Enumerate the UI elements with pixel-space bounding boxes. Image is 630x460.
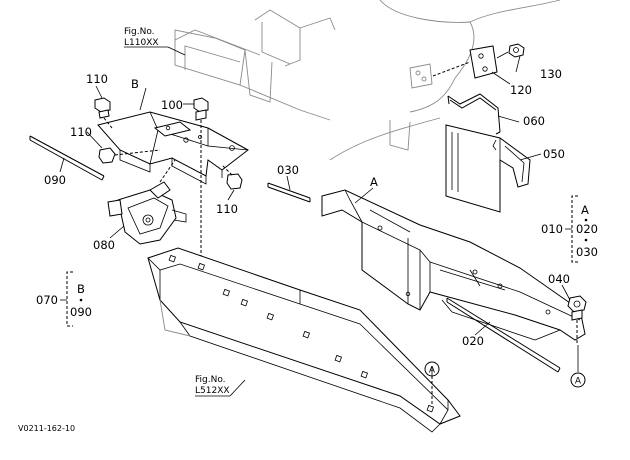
group-010-item-1: 030 xyxy=(576,245,598,259)
bolt-110-middle xyxy=(98,147,161,164)
label-letter-b: B xyxy=(131,77,139,91)
rod-090 xyxy=(29,135,105,181)
rod-030 xyxy=(267,182,311,203)
bracket-120 xyxy=(409,45,498,89)
circle-marker-a-bottom: A xyxy=(424,361,440,377)
label-part-110a: 110 xyxy=(86,72,108,86)
label-part-120: 120 xyxy=(510,83,532,97)
bolt-110-upper xyxy=(94,97,113,129)
drawing-code: V0211-162-10 xyxy=(18,424,75,433)
group-010-letter: A xyxy=(581,203,589,217)
bolt-110-lower xyxy=(221,164,243,190)
bracket-b xyxy=(97,111,249,185)
fig-ref-l512xx-line2: L512XX xyxy=(195,386,230,396)
label-letter-a: A xyxy=(370,175,378,189)
fig-ref-l512xx-line1: Fig.No. xyxy=(195,375,226,385)
group-070-item-0: 090 xyxy=(70,305,92,319)
circle-marker-a-right-text: A xyxy=(575,377,582,387)
main-duct-a xyxy=(321,189,586,341)
label-part-080: 080 xyxy=(93,238,115,252)
circle-marker-a-right: A xyxy=(570,372,586,388)
label-part-020: 020 xyxy=(462,334,484,348)
fig-ref-l110xx-line1: Fig.No. xyxy=(124,27,155,37)
bolt-040 xyxy=(567,295,587,345)
rod-020 xyxy=(446,297,561,373)
leader-lines xyxy=(59,55,579,376)
label-part-110b: 110 xyxy=(70,125,92,139)
group-010-dot-1 xyxy=(584,218,588,222)
label-part-030: 030 xyxy=(277,163,299,177)
group-010: 010 A 020 030 xyxy=(541,195,598,263)
label-part-070: 070 xyxy=(36,293,58,307)
label-part-110c: 110 xyxy=(216,202,238,216)
latch-080 xyxy=(107,159,187,245)
group-070: 070 B 090 xyxy=(36,271,92,327)
label-part-040: 040 xyxy=(548,272,570,286)
nut-130 xyxy=(496,43,525,59)
label-part-100: 100 xyxy=(161,98,183,112)
cover-050 xyxy=(445,124,531,213)
fig-ref-l110xx-line2: L110XX xyxy=(124,38,159,48)
group-010-item-0: 020 xyxy=(576,222,598,236)
label-part-050: 050 xyxy=(543,147,565,161)
ghost-frame-top-left xyxy=(174,9,336,121)
label-part-130: 130 xyxy=(540,67,562,81)
label-part-090: 090 xyxy=(44,173,66,187)
group-010-dot-2 xyxy=(584,238,588,242)
fig-ref-l512xx: Fig.No. L512XX xyxy=(195,375,246,397)
circle-marker-a-bottom-text: A xyxy=(429,366,436,376)
group-070-dot xyxy=(79,298,83,302)
lower-panel xyxy=(147,247,461,433)
label-part-010: 010 xyxy=(541,222,563,236)
group-070-letter: B xyxy=(77,282,85,296)
ghost-fender-top-right xyxy=(329,0,561,161)
fig-ref-l110xx: Fig.No. L110XX xyxy=(124,27,186,56)
label-part-060: 060 xyxy=(523,114,545,128)
bolt-100 xyxy=(193,97,209,262)
